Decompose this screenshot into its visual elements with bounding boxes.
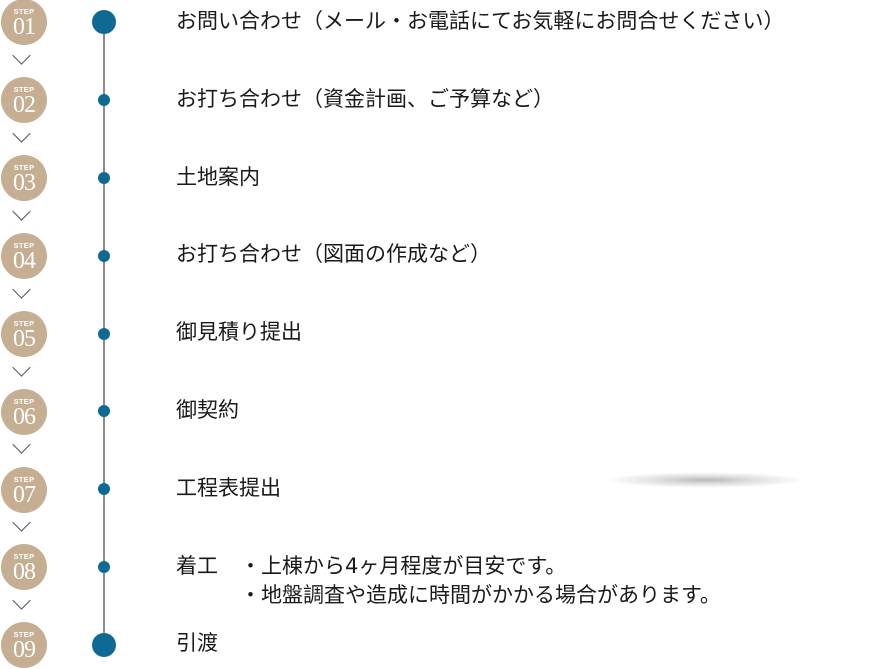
step-word: STEP — [13, 397, 35, 406]
step-word: STEP — [13, 630, 35, 639]
step-number: 04 — [13, 248, 36, 274]
timeline-dot — [98, 483, 110, 495]
step-label-09: 引渡 — [176, 631, 218, 655]
step-label-05: 御見積り提出 — [176, 320, 302, 344]
step-badge-06: STEP 06 — [1, 389, 47, 435]
step-number: 03 — [13, 170, 36, 196]
step-label-04: お打ち合わせ（図面の作成など） — [176, 242, 491, 266]
step-badge-03: STEP 03 — [1, 155, 47, 201]
step-word: STEP — [13, 85, 35, 94]
timeline-dot-large — [92, 10, 116, 34]
step-label-01: お問い合わせ（メール・お電話にてお気軽にお問合せください） — [176, 9, 785, 33]
step-number: 05 — [13, 326, 36, 352]
step-word: STEP — [13, 475, 35, 484]
step-badge-07: STEP 07 — [1, 467, 47, 513]
step-word: STEP — [13, 319, 35, 328]
step-number: 08 — [13, 559, 36, 585]
chevron-down-icon — [12, 46, 31, 65]
step-number: 06 — [13, 404, 36, 430]
step-note-1: ・上棟から4ヶ月程度が目安です。 — [240, 554, 567, 578]
step-number: 01 — [13, 14, 36, 40]
timeline-dot — [98, 250, 110, 262]
step-badge-09: STEP 09 — [1, 622, 47, 668]
step-word: STEP — [13, 163, 35, 172]
timeline-dot-large — [92, 633, 116, 657]
step-number: 09 — [13, 637, 36, 663]
timeline-dot — [98, 94, 110, 106]
step-badge-02: STEP 02 — [1, 77, 47, 123]
step-label-08: 着工 — [176, 554, 218, 578]
timeline-dot — [98, 405, 110, 417]
chevron-down-icon — [12, 513, 31, 532]
step-badge-05: STEP 05 — [1, 311, 47, 357]
step-badge-01: STEP 01 — [1, 0, 47, 45]
step-badge-08: STEP 08 — [1, 544, 47, 590]
chevron-down-icon — [12, 591, 31, 610]
chevron-down-icon — [12, 202, 31, 221]
step-label-06: 御契約 — [176, 398, 239, 422]
step-word: STEP — [13, 7, 35, 16]
step-word: STEP — [13, 241, 35, 250]
timeline-dot — [98, 172, 110, 184]
step-badge-04: STEP 04 — [1, 233, 47, 279]
timeline-dot — [98, 328, 110, 340]
step-label-07: 工程表提出 — [176, 476, 281, 500]
step-note-2: ・地盤調査や造成に時間がかかる場合があります。 — [240, 583, 721, 607]
step-label-02: お打ち合わせ（資金計画、ご予算など） — [176, 87, 554, 111]
step-word: STEP — [13, 552, 35, 561]
step-label-03: 土地案内 — [176, 165, 260, 189]
chevron-down-icon — [12, 124, 31, 143]
decorative-shadow — [605, 472, 805, 488]
chevron-down-icon — [12, 358, 31, 377]
step-number: 07 — [13, 482, 36, 508]
chevron-down-icon — [12, 280, 31, 299]
chevron-down-icon — [12, 435, 31, 454]
step-number: 02 — [13, 92, 36, 118]
timeline-dot — [98, 561, 110, 573]
